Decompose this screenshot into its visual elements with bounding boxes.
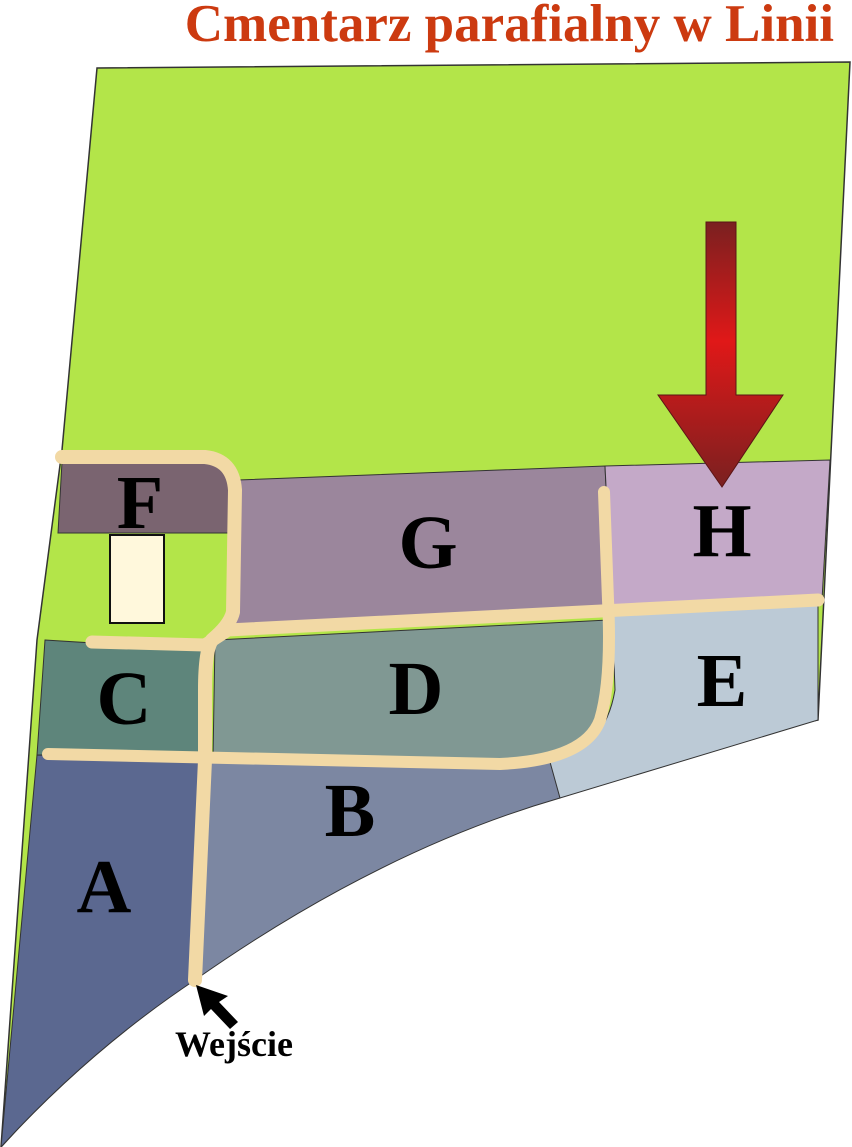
section-label-e: E [697, 639, 748, 723]
section-label-a: A [77, 845, 132, 929]
black-arrow-icon [196, 985, 238, 1029]
section-label-g: G [398, 501, 457, 585]
entrance-label: Wejście [175, 1024, 293, 1064]
section-label-b: B [325, 769, 376, 853]
chapel-building [109, 534, 165, 624]
section-label-d: D [389, 647, 444, 731]
cemetery-paths [42, 450, 825, 987]
red-down-arrow-icon [657, 221, 784, 488]
section-a[interactable] [0, 754, 206, 1147]
section-label-h: H [692, 489, 751, 573]
section-label-f: F [117, 461, 163, 545]
section-label-c: C [97, 657, 152, 741]
map-title: Cmentarz parafialny w Linii [184, 0, 834, 53]
section-b[interactable] [194, 759, 561, 981]
